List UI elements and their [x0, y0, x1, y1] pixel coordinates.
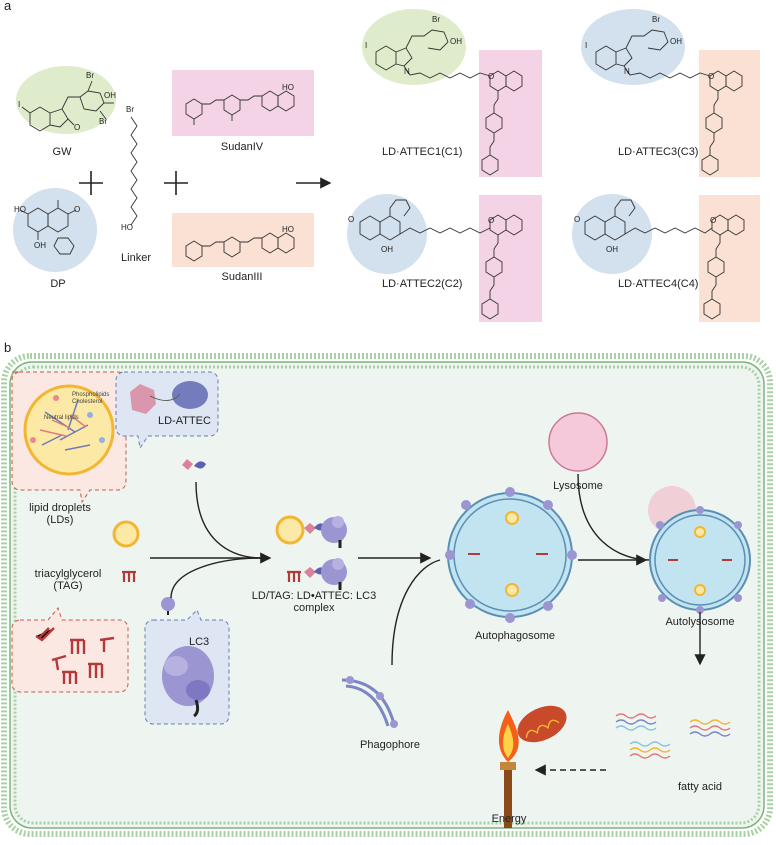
arrow — [391, 559, 441, 666]
gw-structure — [21, 80, 114, 132]
atom-label: O — [74, 123, 80, 132]
lc3-protein — [162, 646, 214, 718]
atom-label: N — [624, 67, 630, 76]
atom-label: OH — [606, 245, 618, 254]
atom-label: HO — [14, 205, 26, 214]
atom-label: Br — [99, 117, 107, 126]
atom-label: OH — [381, 245, 393, 254]
sudan-iv-label: SudanIV — [220, 141, 264, 153]
c1-sudan-iv-highlight — [479, 50, 542, 177]
atom-label: OH — [34, 241, 46, 250]
c2-sudan-iv-highlight — [479, 195, 542, 322]
sudan-iv-structure — [185, 90, 295, 125]
c3-sudan-iii-highlight — [699, 50, 760, 177]
lipid-droplet-contents — [30, 395, 105, 451]
atom-label: I — [585, 41, 587, 50]
atom-label: I — [18, 100, 20, 109]
plus-icon — [79, 171, 103, 195]
lc3-small — [161, 597, 175, 615]
atom-label: O — [488, 72, 494, 81]
gw-label: GW — [52, 146, 72, 158]
neutral-lipids-label: Neutral lipids — [44, 415, 79, 421]
atom-label: I — [365, 41, 367, 50]
cell-membrane-outer — [1, 353, 773, 837]
c1-label: LD·ATTEC1(C1) — [382, 146, 463, 158]
fatty-acid-icon — [615, 713, 731, 759]
c4-sudan-iii-highlight — [699, 195, 760, 322]
autophagosome — [445, 487, 577, 623]
atom-label: N — [404, 67, 410, 76]
atom-label: Br — [432, 15, 440, 24]
ld-attec-molecule — [172, 381, 208, 409]
ld-complex — [275, 515, 347, 548]
atom-label: O — [710, 216, 716, 225]
complex-label: LD/TAG: LD•ATTEC: LC3 complex — [251, 590, 377, 615]
atom-label: HO — [282, 225, 294, 234]
c2-dp-highlight — [347, 194, 427, 274]
torch-icon — [498, 710, 519, 828]
cell-membrane-inner — [13, 365, 761, 825]
c4-dp-highlight — [572, 194, 652, 274]
lipid-droplet-zoom — [23, 384, 115, 476]
sudan-iv-highlight — [172, 70, 314, 136]
c4-label: LD·ATTEC4(C4) — [618, 278, 699, 290]
lysosome-label: Lysosome — [553, 480, 603, 492]
atom-label: HO — [121, 223, 133, 232]
atom-label: OH — [450, 37, 462, 46]
fatty-acid-label: fatty acid — [677, 781, 723, 793]
lysosome — [548, 412, 608, 472]
atom-label: Br — [652, 15, 660, 24]
tag-callout — [11, 606, 129, 693]
c3-label: LD·ATTEC3(C3) — [618, 146, 699, 158]
tag-label: triacylglycerol (TAG) — [34, 568, 102, 593]
autolysosome-label: Autolysosome — [665, 616, 735, 628]
lc3-label: LC3 — [189, 636, 210, 648]
phagophore-label: Phagophore — [360, 739, 420, 751]
atom-label: OH — [104, 91, 116, 100]
linker-structure — [130, 116, 138, 226]
ld-attec-molecule — [130, 384, 156, 414]
sudan-iii-structure — [185, 232, 295, 262]
autolysosome — [648, 486, 751, 614]
sudan-iii-label: SudanIII — [221, 271, 263, 283]
tag-icon — [122, 570, 136, 582]
atom-label: O — [708, 72, 714, 81]
c2-structure — [359, 199, 523, 320]
lipid-droplet — [112, 520, 140, 548]
tag-complex — [287, 558, 347, 590]
plus-icon — [164, 171, 188, 195]
atom-label: O — [74, 205, 80, 214]
ld-attec-small — [182, 459, 206, 470]
atom-label: HO — [282, 83, 294, 92]
atom-label: O — [488, 216, 494, 225]
atom-label: O — [348, 215, 354, 224]
panel-b-letter: b — [4, 340, 12, 355]
atom-label: Br — [86, 71, 94, 80]
dp-label: DP — [50, 278, 66, 290]
linker-label: Linker — [121, 252, 151, 264]
tag-molecules — [35, 627, 115, 684]
arrow — [195, 481, 263, 559]
sudan-iii-highlight — [172, 213, 314, 267]
c1-gw-highlight — [362, 9, 466, 85]
energy-label: Energy — [491, 813, 527, 825]
cholesterol-label: Cholesterol — [72, 399, 103, 405]
c2-label: LD·ATTEC2(C2) — [382, 278, 463, 290]
atom-label: Br — [126, 105, 134, 114]
c3-gw-highlight — [581, 9, 685, 85]
lipid-droplets-label: lipid droplets (LDs) — [29, 502, 91, 527]
c4-structure — [584, 199, 745, 320]
ld-attec-label: LD-ATTEC — [158, 415, 211, 427]
atom-label: OH — [670, 37, 682, 46]
dp-structure — [19, 200, 77, 255]
atom-label: O — [574, 215, 580, 224]
autophagosome-label: Autophagosome — [474, 630, 556, 642]
panel-a-letter: a — [4, 0, 12, 13]
c3-structure — [595, 29, 743, 176]
mitochondrion-icon — [517, 705, 567, 743]
c1-structure — [375, 29, 523, 176]
phospholipids-label: Phospholipids — [72, 392, 110, 398]
